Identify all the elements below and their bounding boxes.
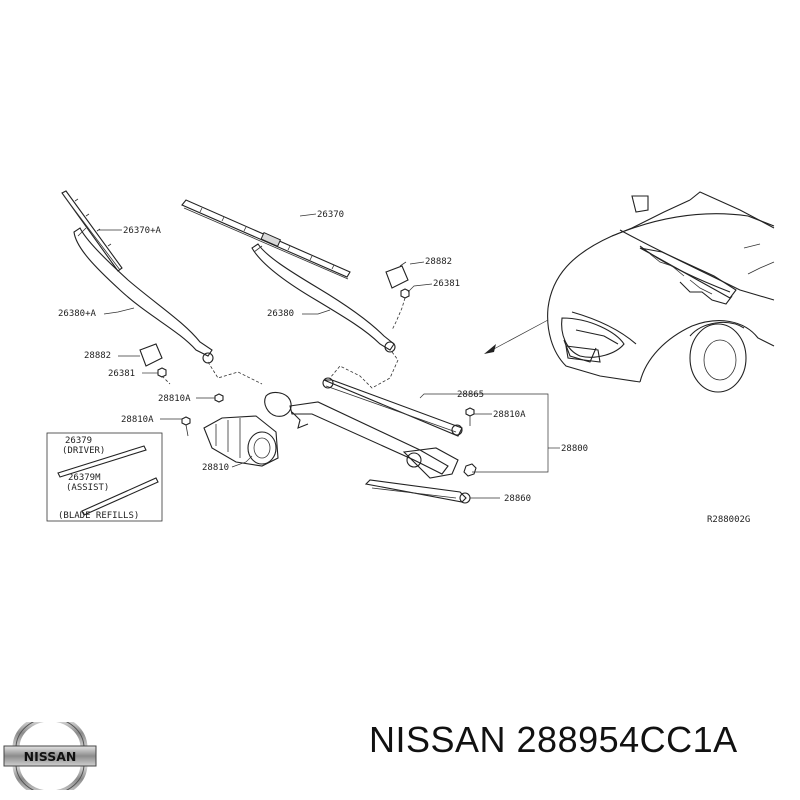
pivot-cap-rh <box>385 261 409 289</box>
refill-assist-note: (ASSIST) <box>66 483 109 493</box>
pivot-nut-lh <box>157 367 167 378</box>
label-28882-rh: 28882 <box>425 257 452 267</box>
pivot-nut-rh <box>400 288 410 299</box>
label-28882-lh: 28882 <box>84 351 111 361</box>
wiper-linkage <box>289 377 477 504</box>
refill-driver-note: (DRIVER) <box>62 446 105 456</box>
label-28810a-3: 28810A <box>493 410 526 420</box>
label-26380: 26380 <box>267 309 294 319</box>
label-28810: 28810 <box>202 463 229 473</box>
label-28810a-1: 28810A <box>158 394 191 404</box>
leader-lines <box>99 213 560 499</box>
car-front-illustration <box>547 191 775 393</box>
part-number-title: NISSAN 288954CC1A <box>369 719 738 760</box>
label-26380-a: 26380+A <box>58 309 97 319</box>
pivot-cap-lh <box>139 343 163 367</box>
pointer-arrow <box>491 319 549 351</box>
diagram-code: R288002G <box>707 515 750 525</box>
label-26381-lh: 26381 <box>108 369 135 379</box>
blade-refills-inset: 26379 (DRIVER) 26379M (ASSIST) (BLADE RE… <box>46 432 163 522</box>
label-26370: 26370 <box>317 210 344 220</box>
wiper-arm-rh <box>251 243 396 353</box>
arrow-head-icon <box>484 344 496 354</box>
label-28865: 28865 <box>457 390 484 400</box>
label-28800: 28800 <box>561 444 588 454</box>
bolt-icon <box>181 393 475 437</box>
wiper-arm-lh <box>73 227 214 364</box>
nissan-logo-icon: NISSAN <box>3 722 97 790</box>
refill-box-caption: (BLADE REFILLS) <box>58 511 139 521</box>
refill-part-assist: 26379M <box>68 473 101 483</box>
wiper-blade-rh <box>181 199 351 280</box>
wiper-blade-lh <box>61 190 123 272</box>
label-28810a-2: 28810A <box>121 415 154 425</box>
label-26370-a: 26370+A <box>123 226 162 236</box>
wiper-motor <box>203 391 292 467</box>
refill-part-driver: 26379 <box>65 436 92 446</box>
logo-wordmark: NISSAN <box>24 749 77 764</box>
label-28860: 28860 <box>504 494 531 504</box>
label-26381-rh: 26381 <box>433 279 460 289</box>
